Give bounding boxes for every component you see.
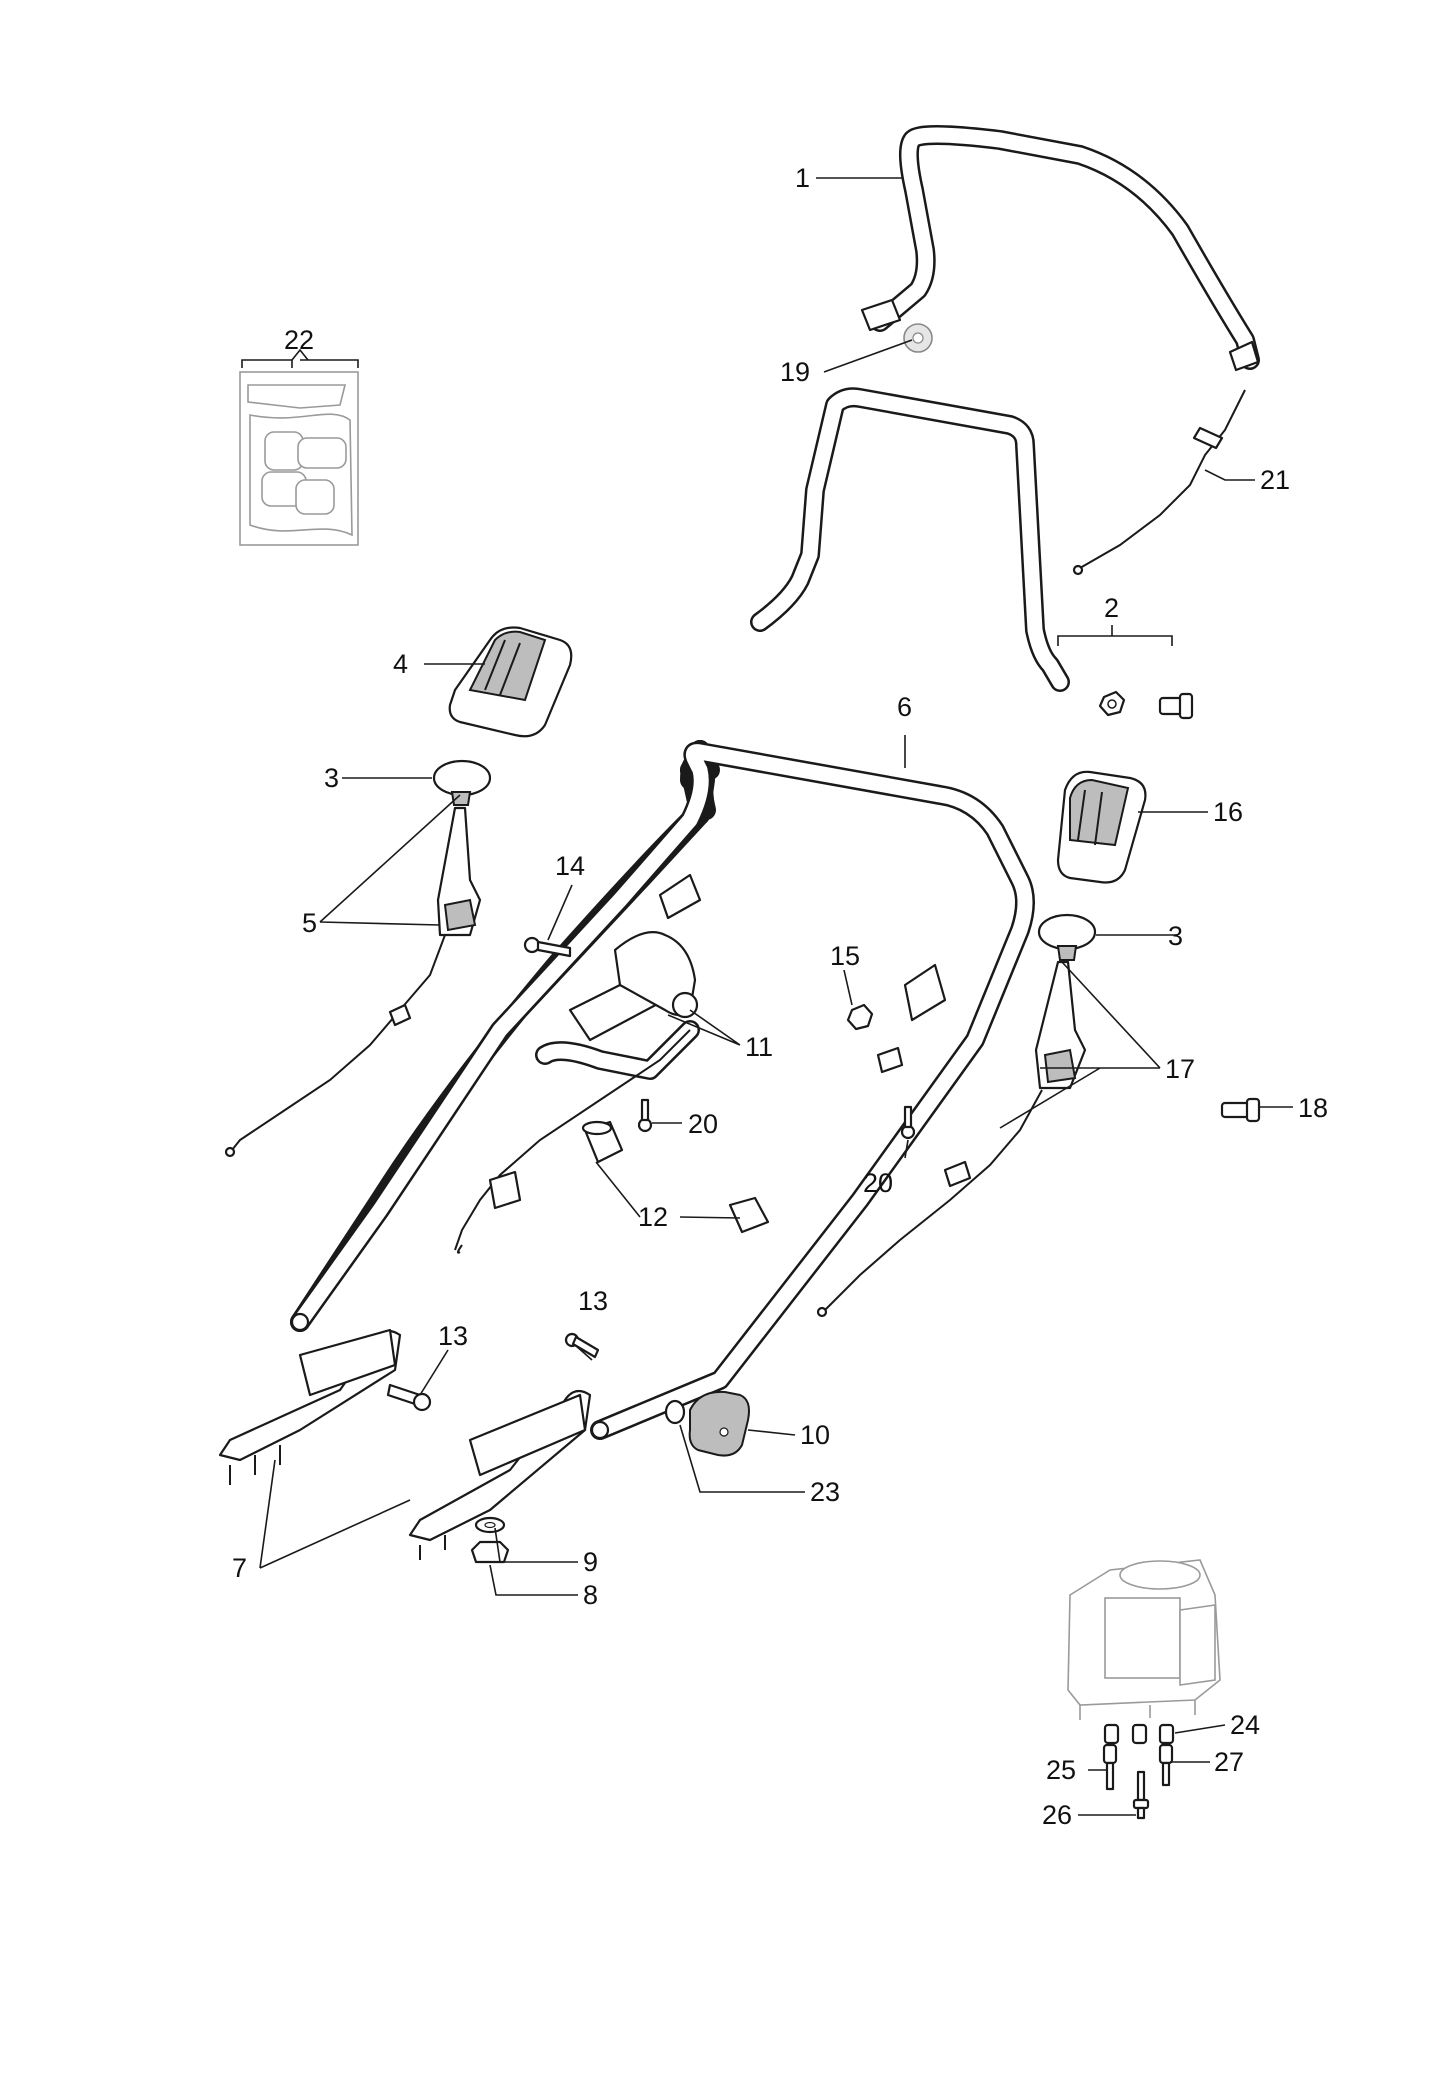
spacer-part-24[interactable]	[1103, 1723, 1175, 1745]
leader-lines	[259, 177, 1293, 1816]
handle-bracket-left	[658, 873, 702, 920]
lower-handle-frame[interactable]	[290, 741, 1035, 1440]
screw-part-13-right[interactable]	[564, 1332, 600, 1359]
callout-1: 1	[795, 163, 810, 193]
upper-handle-part-1[interactable]	[860, 125, 1260, 372]
cable-clip-part-12-lower[interactable]	[728, 1196, 770, 1234]
callout-15: 15	[830, 941, 860, 971]
decal-sheet-part-22[interactable]	[239, 371, 359, 546]
callout-13-right: 13	[578, 1286, 608, 1316]
control-cable-part-21[interactable]	[1072, 389, 1246, 576]
cable-cover-part-16[interactable]	[1056, 770, 1147, 884]
handle-bracket-part-7-left[interactable]	[218, 1328, 402, 1485]
washer-part-23[interactable]	[664, 1399, 686, 1425]
nut-part-8[interactable]	[470, 1540, 510, 1564]
engine-reference	[1067, 1559, 1221, 1720]
callout-23: 23	[810, 1477, 840, 1507]
callout-9: 9	[583, 1547, 598, 1577]
bolt-part-18[interactable]	[1220, 1097, 1261, 1123]
callout-4: 4	[393, 649, 408, 679]
control-lever-part-5[interactable]	[224, 806, 482, 1158]
handle-bracket-right	[876, 963, 947, 1074]
callout-8: 8	[583, 1580, 598, 1610]
bolt-part-27[interactable]	[1158, 1743, 1174, 1787]
callout-21: 21	[1260, 465, 1290, 495]
callout-20-right: 20	[863, 1168, 893, 1198]
callout-11: 11	[745, 1032, 773, 1062]
callout-20-left: 20	[688, 1109, 718, 1139]
callout-3-left: 3	[324, 763, 339, 793]
callout-18: 18	[1298, 1093, 1328, 1123]
callout-19: 19	[780, 357, 810, 387]
nut-part-15[interactable]	[846, 1003, 874, 1031]
cable-clip-part-12-upper[interactable]	[581, 1120, 624, 1164]
callout-6: 6	[897, 692, 912, 722]
callout-10: 10	[800, 1420, 830, 1450]
bolt-part-26[interactable]	[1132, 1770, 1150, 1820]
screw-part-13-left[interactable]	[386, 1383, 432, 1412]
washer-part-9[interactable]	[474, 1516, 506, 1534]
callout-12: 12	[638, 1202, 668, 1232]
screw-part-14[interactable]	[523, 936, 572, 958]
callout-2: 2	[1104, 593, 1119, 623]
control-lever-part-17[interactable]	[816, 960, 1087, 1318]
callout-14: 14	[555, 851, 585, 881]
callout-17: 17	[1165, 1054, 1195, 1084]
callout-16: 16	[1213, 797, 1243, 827]
callout-5: 5	[302, 908, 317, 938]
lever-knob-part-3-left[interactable]	[432, 759, 492, 806]
callout-7: 7	[232, 1553, 247, 1583]
engine-brake-cable-part-11[interactable]	[454, 931, 700, 1254]
bolt-part-25[interactable]	[1102, 1743, 1118, 1791]
bail-bar[interactable]	[750, 387, 1070, 692]
lever-knob-part-3-right[interactable]	[1037, 913, 1097, 961]
handle-knob-part-10[interactable]	[688, 1390, 750, 1457]
callout-22: 22	[284, 325, 314, 355]
callout-labels: 1 19 21 22 2 4 3 6 16 14 5 3 15 11 17 18…	[232, 163, 1328, 1830]
screw-part-20-right[interactable]	[900, 1105, 916, 1140]
callout-24: 24	[1230, 1710, 1260, 1740]
callout-13-left: 13	[438, 1321, 468, 1351]
nut-bolt-kit-part-2[interactable]	[1098, 690, 1194, 720]
callout-26: 26	[1042, 1800, 1072, 1830]
callout-25: 25	[1046, 1755, 1076, 1785]
screw-part-20-left[interactable]	[637, 1098, 653, 1133]
callout-27: 27	[1214, 1747, 1244, 1777]
callout-3-right: 3	[1168, 921, 1183, 951]
handle-bracket-part-7-right[interactable]	[408, 1389, 592, 1560]
cable-cover-part-4[interactable]	[448, 626, 573, 738]
washer-part-19[interactable]	[903, 323, 933, 353]
